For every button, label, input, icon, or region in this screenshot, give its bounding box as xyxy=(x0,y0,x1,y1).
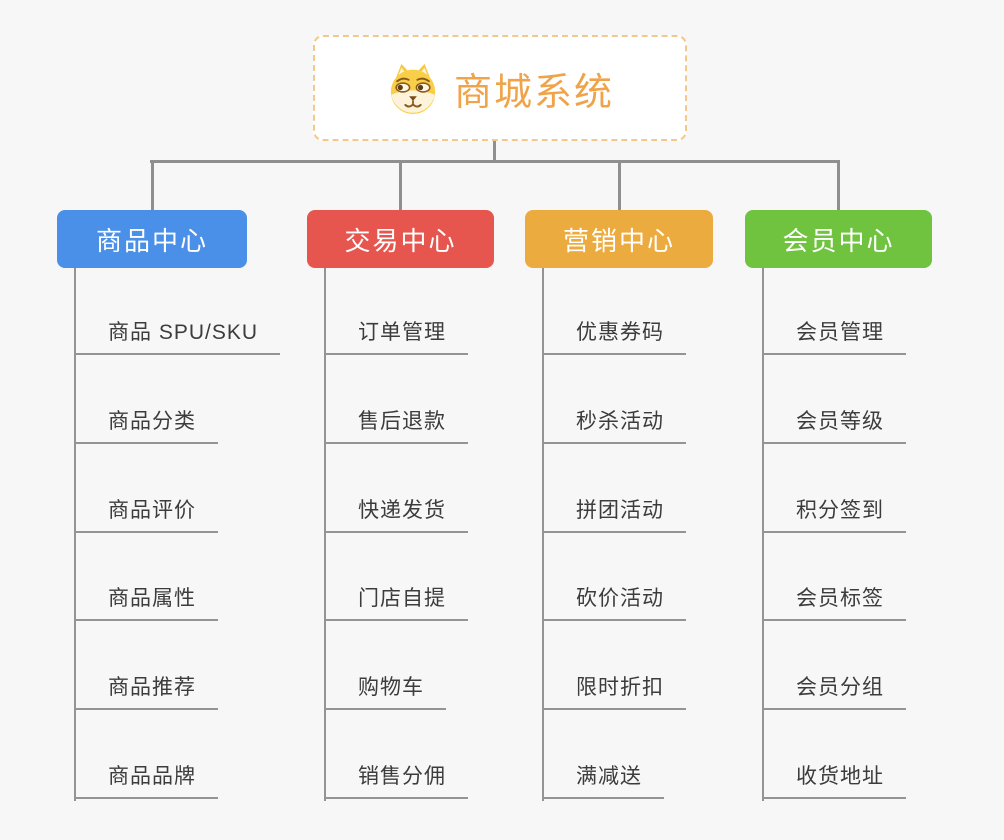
branch-children-column: 商品 SPU/SKU 商品分类商品评价商品属性商品推荐商品品牌 xyxy=(74,268,281,801)
leaf-label: 砍价活动 xyxy=(576,587,664,610)
leaf-topic[interactable]: 售后退款 xyxy=(326,402,468,444)
leaf-topic[interactable]: 订单管理 xyxy=(326,313,468,355)
leaf-topic[interactable]: 购物车 xyxy=(326,668,446,710)
branch-label: 商品中心 xyxy=(95,225,208,256)
leaf-topic[interactable]: 商品属性 xyxy=(76,579,218,621)
leaf-label: 限时折扣 xyxy=(576,676,664,699)
leaf-topic[interactable]: 商品评价 xyxy=(76,491,218,533)
leaf-label: 收货地址 xyxy=(796,765,884,788)
leaf-topic[interactable]: 收货地址 xyxy=(764,757,906,799)
leaf-label: 积分签到 xyxy=(796,499,884,522)
connector-root-stub xyxy=(493,141,496,163)
connector-horizontal-line xyxy=(150,160,840,163)
leaf-topic[interactable]: 商品推荐 xyxy=(76,668,218,710)
leaf-topic[interactable]: 会员标签 xyxy=(764,579,906,621)
branch-node[interactable]: 会员中心 xyxy=(745,210,932,268)
leaf-topic[interactable]: 优惠券码 xyxy=(544,313,686,355)
branch-children-column: 优惠券码秒杀活动拼团活动砍价活动限时折扣满减送 xyxy=(542,268,686,801)
connector-drop-line xyxy=(399,160,402,210)
leaf-label: 会员管理 xyxy=(796,321,884,344)
leaf-label: 优惠券码 xyxy=(576,321,664,344)
leaf-topic[interactable]: 会员分组 xyxy=(764,668,906,710)
leaf-label: 商品分类 xyxy=(108,410,196,433)
leaf-topic[interactable]: 销售分佣 xyxy=(326,757,468,799)
shiba-dog-icon xyxy=(386,61,440,115)
connector-drop-line xyxy=(618,160,621,210)
leaf-topic[interactable]: 会员等级 xyxy=(764,402,906,444)
branch-node[interactable]: 营销中心 xyxy=(525,210,713,268)
leaf-label: 售后退款 xyxy=(358,410,446,433)
root-topic[interactable]: 商城系统 xyxy=(313,35,687,141)
leaf-label: 拼团活动 xyxy=(576,499,664,522)
branch-node[interactable]: 商品中心 xyxy=(57,210,247,268)
connector-drop-line xyxy=(151,160,154,210)
leaf-label: 门店自提 xyxy=(358,587,446,610)
connector-drop-line xyxy=(837,160,840,210)
leaf-label: 快递发货 xyxy=(358,499,446,522)
leaf-topic[interactable]: 会员管理 xyxy=(764,313,906,355)
leaf-topic[interactable]: 快递发货 xyxy=(326,491,468,533)
leaf-label: 商品品牌 xyxy=(108,765,196,788)
leaf-topic[interactable]: 限时折扣 xyxy=(544,668,686,710)
leaf-label: 购物车 xyxy=(358,676,424,699)
branch-children-column: 会员管理会员等级积分签到会员标签会员分组收货地址 xyxy=(762,268,906,801)
leaf-label: 销售分佣 xyxy=(358,765,446,788)
leaf-topic[interactable]: 砍价活动 xyxy=(544,579,686,621)
leaf-topic[interactable]: 拼团活动 xyxy=(544,491,686,533)
leaf-label: 商品 SPU/SKU xyxy=(108,321,259,344)
leaf-label: 满减送 xyxy=(576,765,642,788)
leaf-label: 商品评价 xyxy=(108,499,196,522)
branch-label: 交易中心 xyxy=(344,225,457,256)
leaf-label: 会员等级 xyxy=(796,410,884,433)
leaf-label: 会员标签 xyxy=(796,587,884,610)
leaf-label: 会员分组 xyxy=(796,676,884,699)
branch-label: 营销中心 xyxy=(562,225,675,256)
branch-node[interactable]: 交易中心 xyxy=(307,210,494,268)
root-title: 商城系统 xyxy=(453,71,614,114)
leaf-topic[interactable]: 满减送 xyxy=(544,757,664,799)
leaf-topic[interactable]: 商品品牌 xyxy=(76,757,218,799)
branch-label: 会员中心 xyxy=(782,225,895,256)
leaf-label: 订单管理 xyxy=(358,321,446,344)
leaf-label: 秒杀活动 xyxy=(576,410,664,433)
leaf-topic[interactable]: 积分签到 xyxy=(764,491,906,533)
leaf-topic[interactable]: 秒杀活动 xyxy=(544,402,686,444)
branch-children-column: 订单管理售后退款快递发货门店自提购物车销售分佣 xyxy=(324,268,468,801)
leaf-topic[interactable]: 门店自提 xyxy=(326,579,468,621)
leaf-topic[interactable]: 商品 SPU/SKU xyxy=(76,313,281,355)
leaf-label: 商品属性 xyxy=(108,587,196,610)
leaf-topic[interactable]: 商品分类 xyxy=(76,402,218,444)
leaf-label: 商品推荐 xyxy=(108,676,196,699)
